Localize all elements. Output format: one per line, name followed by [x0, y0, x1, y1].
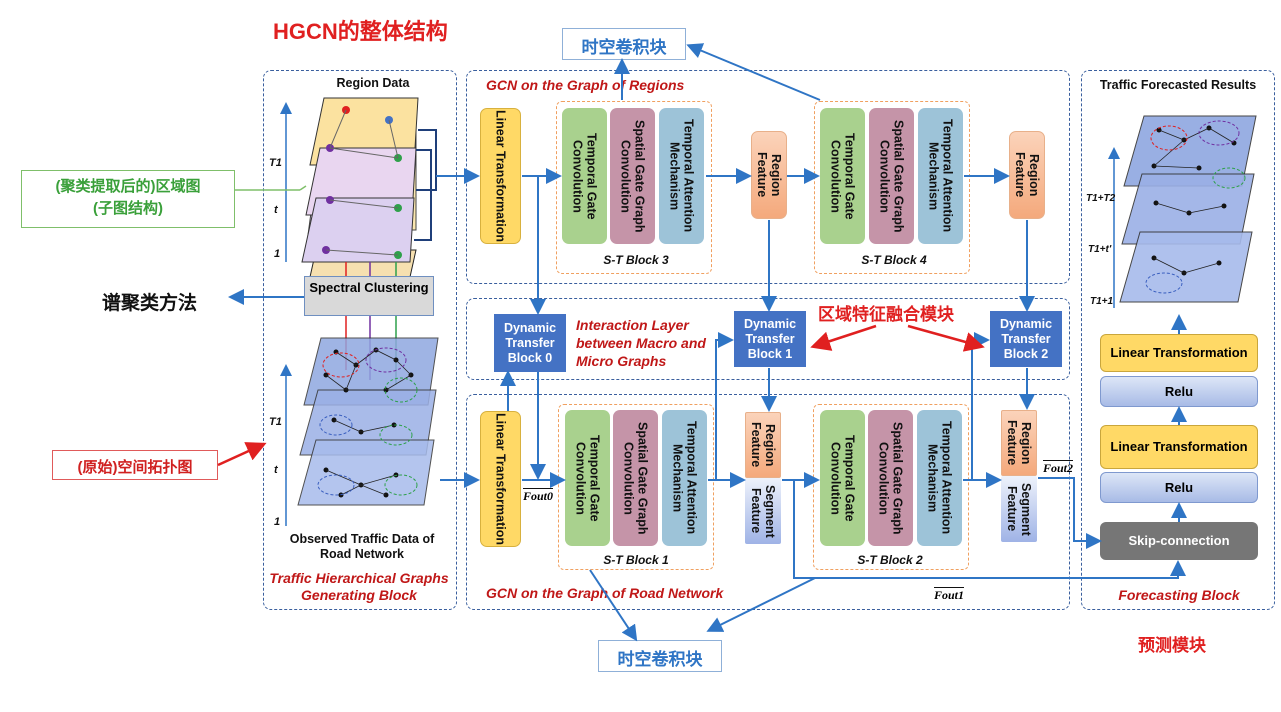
b2-attn-label: Temporal Attention Mechanism	[925, 421, 954, 535]
region-graph-note-line1: (聚类提取后的)区域图	[55, 178, 201, 195]
b1-caption: S-T Block 1	[603, 553, 669, 567]
b1-tgconv-label: Temporal Gate Convolution	[573, 434, 602, 522]
bottom-linear-box: Linear Transformation	[480, 411, 521, 547]
tick-bottom-1: 1	[274, 516, 281, 528]
b3-sgconv-label: Spatial Gate Graph Convolution	[618, 119, 647, 233]
top-region-feature-2-label: Region Feature	[1013, 152, 1041, 198]
b2-caption: S-T Block 2	[857, 553, 923, 567]
b4-tgconv-label: Temporal Gate Convolution	[828, 132, 857, 220]
region-data-label: Region Data	[336, 76, 410, 90]
b4-tgconv: Temporal Gate Convolution	[820, 108, 865, 244]
region-graph-note: (聚类提取后的)区域图 (子图结构)	[21, 170, 235, 228]
forecast-module-note: 预测模块	[1138, 636, 1206, 655]
st-block-3	[556, 101, 712, 274]
spectral-clustering-box: Spectral Clustering	[304, 276, 434, 316]
bottom-region-feature-2-label: Region Feature	[1005, 420, 1033, 466]
bottom-linear-label: Linear Transformation	[493, 413, 508, 545]
tick-r-T1t: T1+t'	[1088, 244, 1112, 255]
forecast-results-title: Traffic Forecasted Results	[1099, 78, 1257, 92]
observed-traffic-label: Observed Traffic Data of Road Network	[289, 532, 435, 561]
forecast-linear-2: Linear Transformation	[1100, 425, 1258, 469]
b2-sgconv-label: Spatial Gate Graph Convolution	[876, 421, 905, 535]
b3-tgconv: Temporal Gate Convolution	[562, 108, 607, 244]
bottom-segment-feature-1: Segment Feature	[745, 478, 781, 544]
forecast-linear-1: Linear Transformation	[1100, 334, 1258, 372]
forecast-graph-stack	[1108, 115, 1257, 308]
tick-r-T1-1: T1+1	[1090, 296, 1114, 307]
b4-attn-label: Temporal Attention Mechanism	[926, 119, 955, 233]
tick-r-T1T2: T1+T2	[1086, 193, 1116, 204]
top-linear-label: Linear Transformation	[493, 110, 508, 242]
forecasting-panel	[1081, 70, 1275, 610]
tick-top-1: 1	[274, 248, 281, 260]
top-region-feature-2: Region Feature	[1009, 131, 1045, 219]
top-region-feature-1-label: Region Feature	[755, 152, 783, 198]
bottom-region-feature-1: Region Feature	[745, 412, 781, 478]
fout0-label: Fout0	[523, 488, 554, 503]
b1-attn: Temporal Attention Mechanism	[662, 410, 707, 546]
spectral-method-note: 谱聚类方法	[102, 293, 198, 314]
b2-tgconv-label: Temporal Gate Convolution	[828, 434, 857, 522]
b2-attn: Temporal Attention Mechanism	[917, 410, 962, 546]
tick-bottom-t: t	[274, 464, 278, 476]
b3-tgconv-label: Temporal Gate Convolution	[570, 132, 599, 220]
b4-sgconv: Spatial Gate Graph Convolution	[869, 108, 914, 244]
b1-sgconv: Spatial Gate Graph Convolution	[613, 410, 658, 546]
b2-tgconv: Temporal Gate Convolution	[820, 410, 865, 546]
bottom-region-feature-2: Region Feature	[1001, 410, 1037, 476]
b1-attn-label: Temporal Attention Mechanism	[670, 421, 699, 535]
b1-sgconv-label: Spatial Gate Graph Convolution	[621, 421, 650, 535]
b1-tgconv: Temporal Gate Convolution	[565, 410, 610, 546]
b2-sgconv: Spatial Gate Graph Convolution	[868, 410, 913, 546]
bottom-segment-feature-2-label: Segment Feature	[1005, 482, 1033, 536]
b3-caption: S-T Block 3	[603, 253, 669, 267]
fout2-label: Fout2	[1043, 460, 1074, 475]
forecast-relu-1: Relu	[1100, 376, 1258, 407]
dynamic-transfer-block-1: Dynamic Transfer Block 1	[734, 311, 806, 367]
skip-connection-box: Skip-connection	[1100, 522, 1258, 560]
forecasting-caption: Forecasting Block	[1118, 587, 1240, 603]
dynamic-transfer-block-0: Dynamic Transfer Block 0	[494, 314, 566, 372]
top-region-feature-1: Region Feature	[751, 131, 787, 219]
fout1-label: Fout1	[934, 587, 965, 602]
tick-top-t: t	[274, 204, 278, 216]
top-linear-box: Linear Transformation	[480, 108, 521, 244]
bottom-region-feature-1-label: Region Feature	[749, 422, 777, 468]
st-block-note-top: 时空卷积块	[562, 28, 686, 60]
original-topology-note: (原始)空间拓扑图	[52, 450, 218, 480]
bottom-segment-feature-2: Segment Feature	[1001, 476, 1037, 542]
dynamic-transfer-block-2: Dynamic Transfer Block 2	[990, 311, 1062, 367]
tick-top-T1: T1	[269, 157, 282, 169]
st-block-note-bottom: 时空卷积块	[598, 640, 722, 672]
b3-sgconv: Spatial Gate Graph Convolution	[610, 108, 655, 244]
b4-sgconv-label: Spatial Gate Graph Convolution	[877, 119, 906, 233]
st-block-4	[814, 101, 970, 274]
page-title: HGCN的整体结构	[273, 19, 448, 44]
b3-attn-label: Temporal Attention Mechanism	[667, 119, 696, 233]
b4-attn: Temporal Attention Mechanism	[918, 108, 963, 244]
hierarchical-caption: Traffic Hierarchical Graphs Generating B…	[269, 570, 449, 603]
bottom-segment-feature-1-label: Segment Feature	[749, 484, 777, 538]
tick-bottom-T1: T1	[269, 416, 282, 428]
region-graph-note-line2: (子图结构)	[93, 200, 163, 217]
region-gcn-title: GCN on the Graph of Regions	[486, 77, 685, 93]
interaction-layer-title: Interaction Layer between Macro and Micr…	[576, 317, 706, 369]
b4-caption: S-T Block 4	[861, 253, 927, 267]
b3-attn: Temporal Attention Mechanism	[659, 108, 704, 244]
hierarchical-graphs-panel	[263, 70, 457, 610]
region-fusion-note: 区域特征融合模块	[818, 305, 954, 324]
